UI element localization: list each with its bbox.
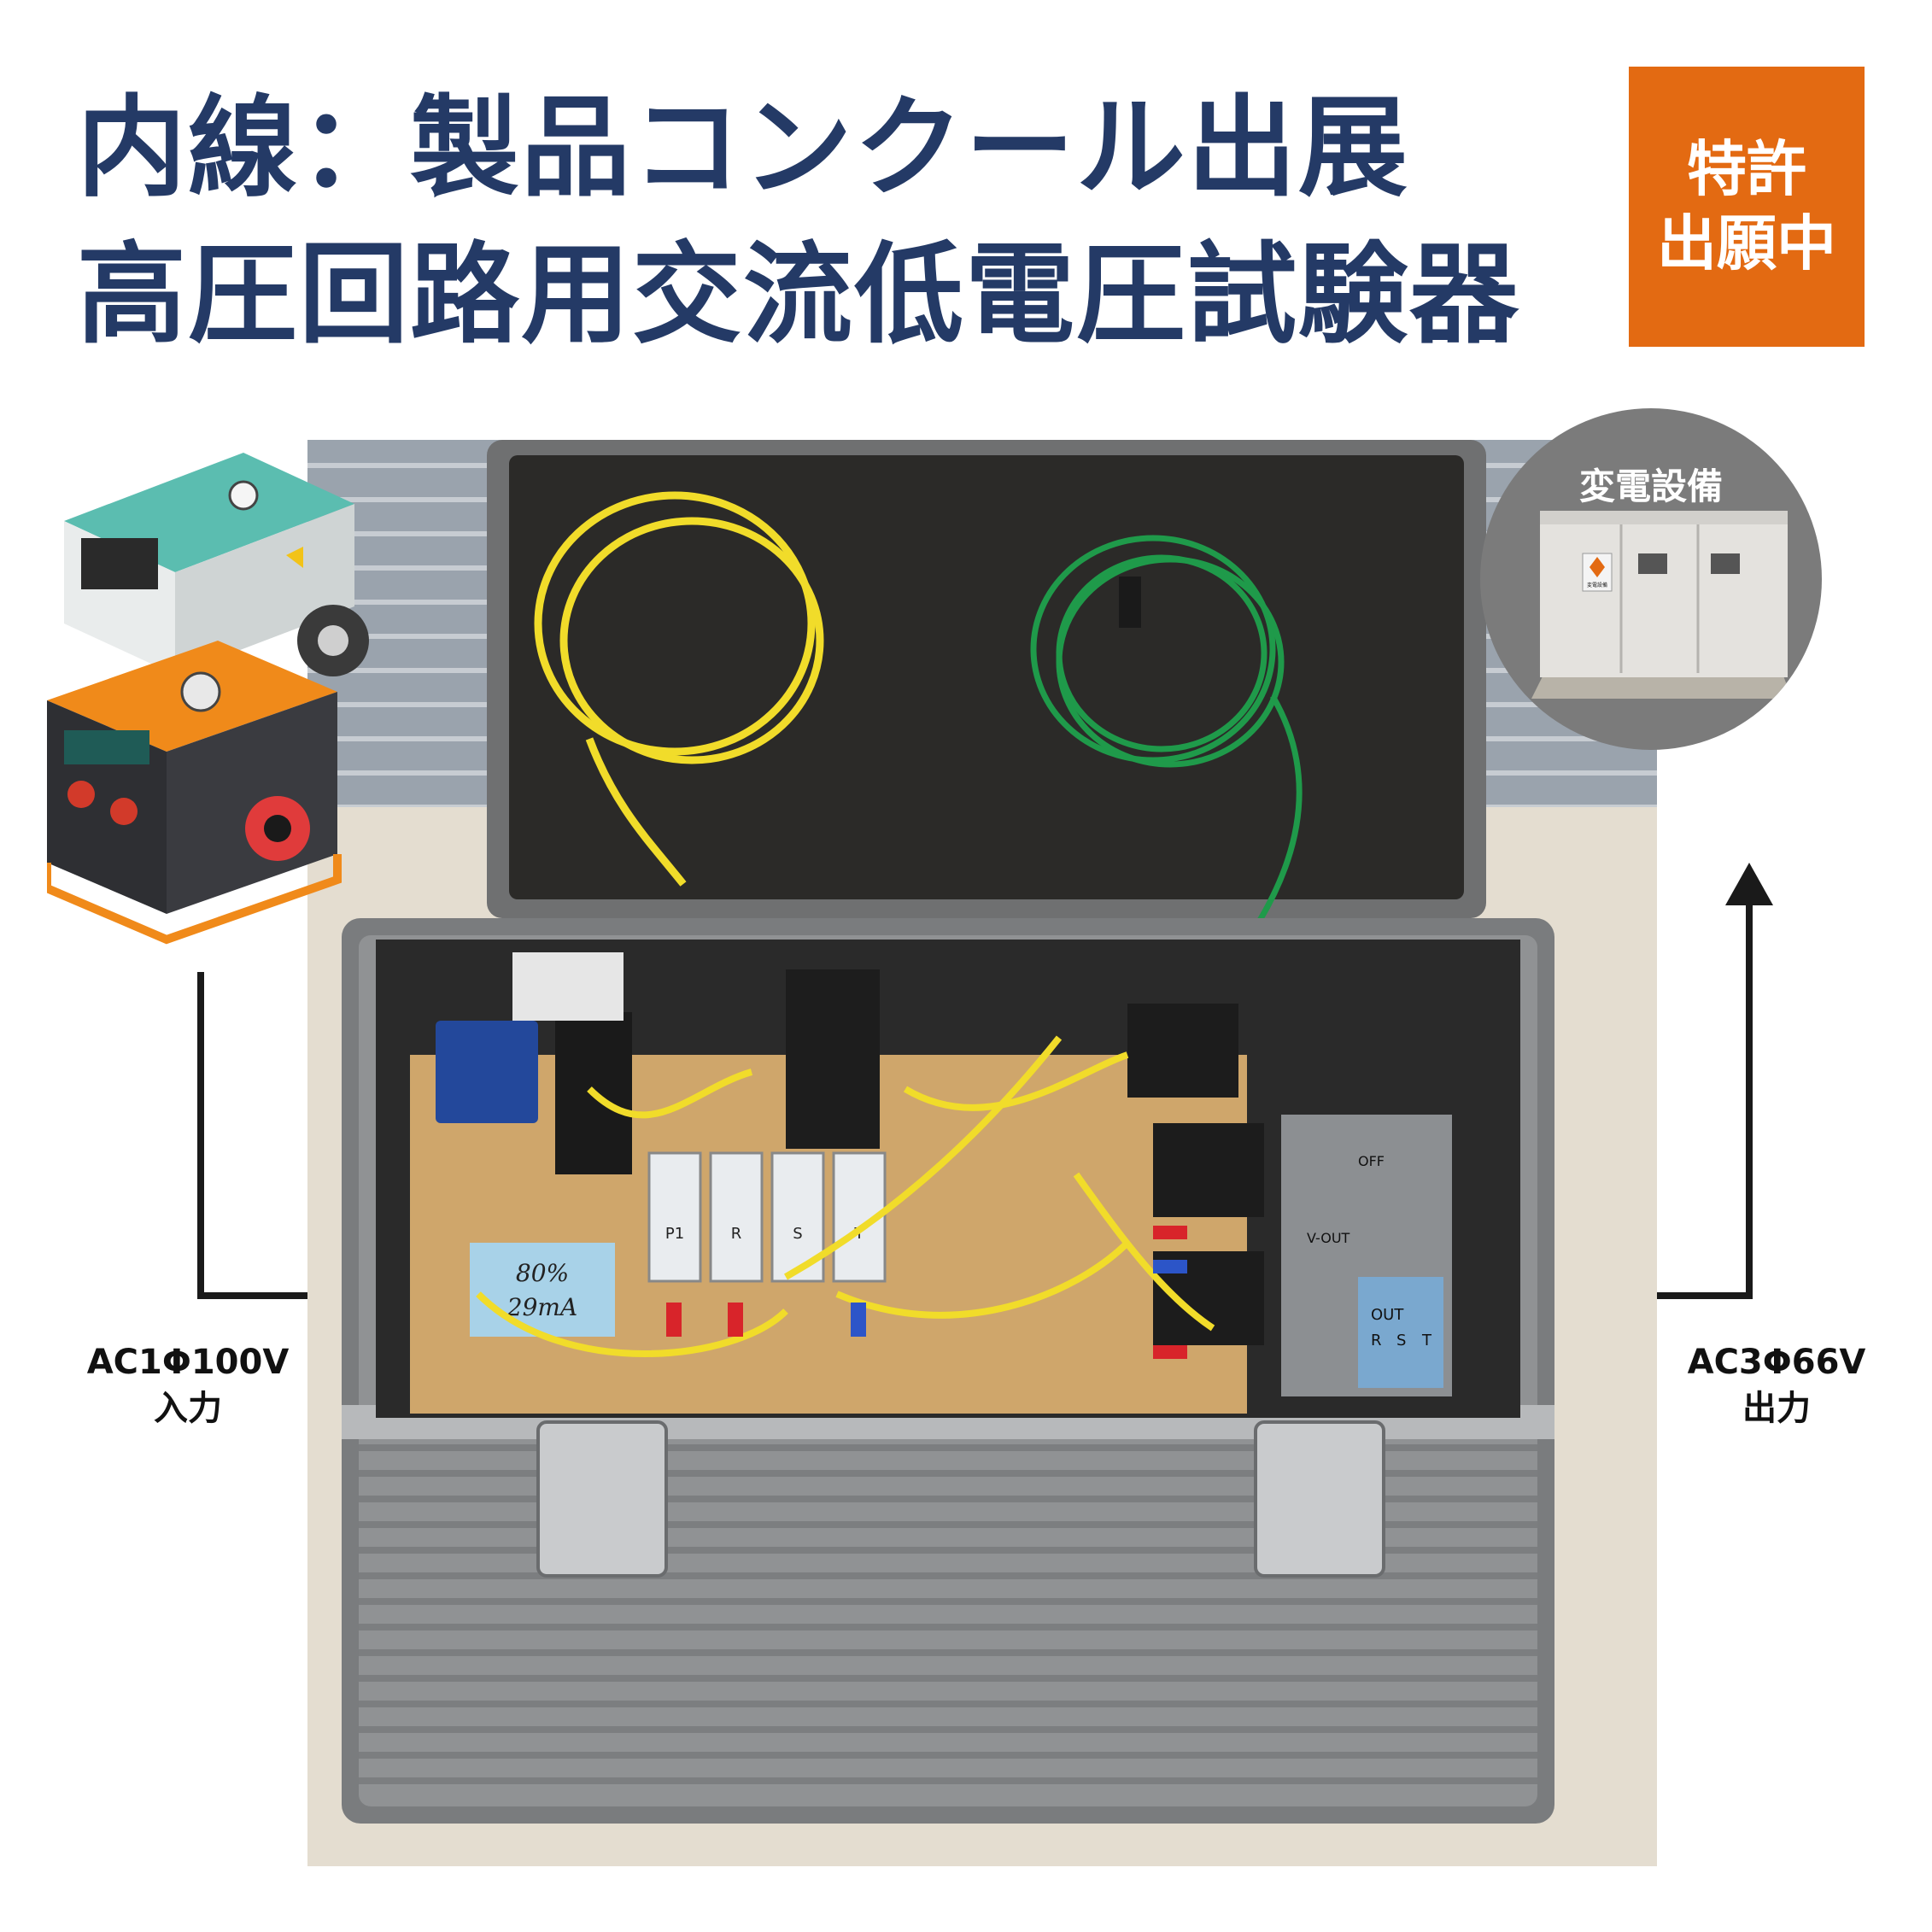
substation-circle: 変電設備 変電設備	[1480, 408, 1822, 750]
output-connector-vertical	[1746, 901, 1753, 1299]
output-spec-label: AC3Φ66V 出力	[1653, 1339, 1900, 1431]
output-spec: AC3Φ66V	[1687, 1343, 1866, 1382]
patent-pending-badge: 特許 出願中	[1629, 67, 1865, 347]
panel-label-r: R	[1371, 1332, 1382, 1349]
note-line-1: 80%	[516, 1259, 569, 1287]
title-line-2: 高圧回路用交流低電圧試験器	[77, 231, 1521, 359]
output-caption: 出力	[1742, 1389, 1811, 1428]
breaker-label-r: R	[731, 1225, 742, 1243]
input-connector-horizontal	[197, 1292, 307, 1299]
panel-label-out: OUT	[1371, 1306, 1404, 1324]
substation-cabinet-image: 変電設備	[1531, 511, 1792, 699]
tester-case-photo: P1 R S T 80% 29mA OFF V-OUT OUT R S T	[307, 440, 1657, 1866]
generator-illustration	[47, 453, 369, 945]
breaker-group: P1 R S T	[647, 1151, 887, 1283]
output-connector-horizontal	[1657, 1292, 1753, 1299]
input-spec: AC1Φ100V	[86, 1343, 290, 1382]
panel-label-s: S	[1396, 1332, 1406, 1349]
output-arrowhead-icon	[1725, 863, 1773, 905]
substation-sign-text: 変電設備	[1587, 582, 1607, 588]
substation-label: 変電設備	[1578, 465, 1723, 507]
input-spec-label: AC1Φ100V 入力	[51, 1339, 325, 1431]
input-connector-vertical	[197, 972, 204, 1299]
breaker-label-s: S	[793, 1225, 802, 1243]
title-line-1: 内線：製品コンクール出展	[77, 85, 1410, 212]
note-line-2: 29mA	[506, 1293, 577, 1321]
panel-label-off: OFF	[1358, 1153, 1385, 1169]
panel-label-vout: V-OUT	[1307, 1230, 1350, 1246]
breaker-label-p1: P1	[665, 1225, 684, 1243]
badge-line-1: 特許	[1687, 133, 1806, 204]
input-caption: 入力	[154, 1389, 222, 1428]
badge-line-2: 出願中	[1657, 208, 1836, 278]
panel-label-t: T	[1421, 1332, 1432, 1349]
